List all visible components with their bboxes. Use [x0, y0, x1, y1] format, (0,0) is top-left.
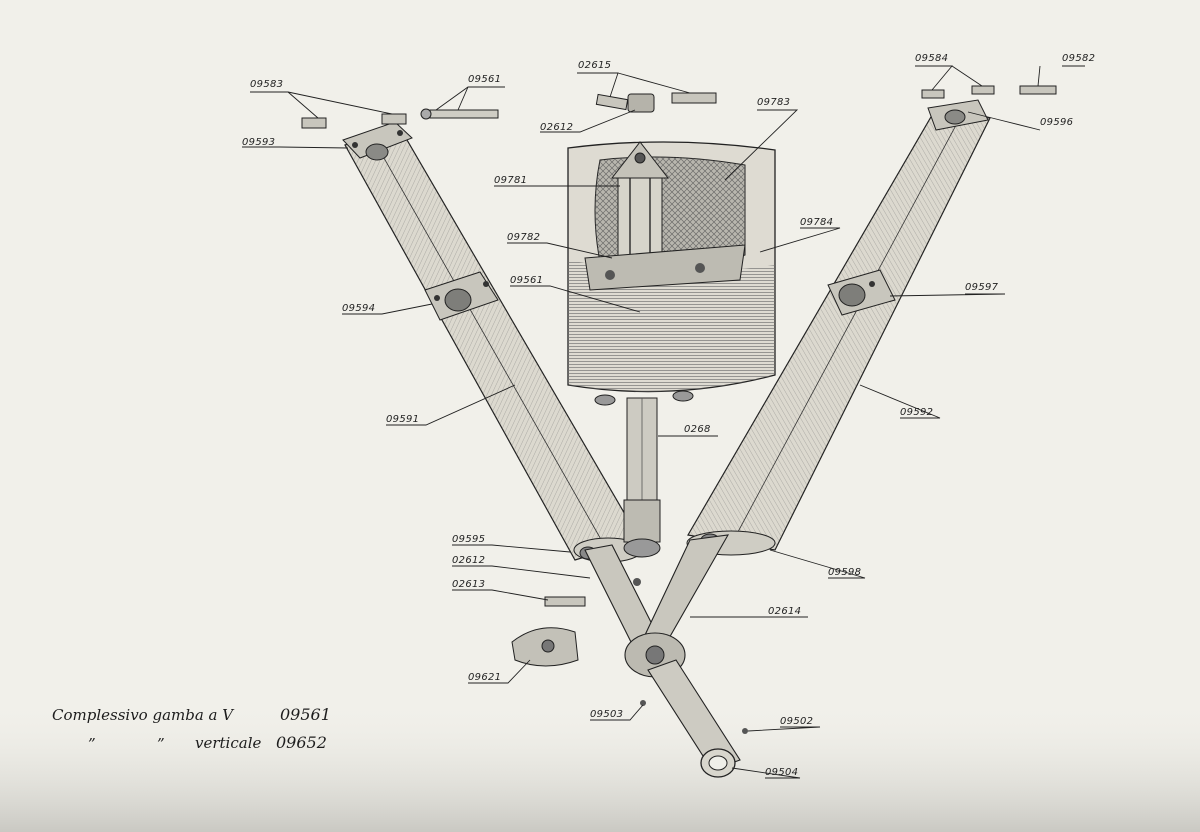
part-label-09621: 09621	[468, 672, 502, 683]
part-label-09584: 09584	[915, 53, 949, 64]
part-label-09782: 09782	[507, 232, 541, 243]
caption-line2-code: 09652	[276, 733, 327, 752]
part-label-09561-top: 09561	[468, 74, 502, 85]
part-label-09598: 09598	[828, 567, 862, 578]
caption-line2-name: verticale	[195, 734, 262, 752]
central-fairing	[567, 141, 776, 406]
part-label-09781: 09781	[494, 175, 528, 186]
loose-bolts	[301, 85, 1057, 734]
part-label-09503: 09503	[590, 709, 624, 720]
caption-line2-ditto-1: ”	[88, 735, 96, 753]
part-label-02613: 02613	[452, 579, 486, 590]
caption-line1-name: Complessivo gamba a V	[52, 706, 234, 724]
part-label-0268: 0268	[684, 424, 711, 435]
right-mid-fitting	[827, 269, 896, 316]
part-label-09592: 09592	[900, 407, 934, 418]
part-label-09783: 09783	[757, 97, 791, 108]
part-label-02612-top: 02612	[540, 122, 574, 133]
v-junction	[584, 534, 741, 778]
part-label-09561-mid: 09561	[510, 275, 544, 286]
part-label-09502: 09502	[780, 716, 814, 727]
part-label-02614: 02614	[768, 606, 802, 617]
part-label-09595: 09595	[452, 534, 486, 545]
part-label-09591: 09591	[386, 414, 420, 425]
left-mid-fitting	[424, 271, 499, 321]
part-label-09597: 09597	[965, 282, 999, 293]
part-label-09784: 09784	[800, 217, 834, 228]
part-label-09582: 09582	[1062, 53, 1096, 64]
right-top-fitting	[927, 99, 989, 131]
caption-line1-code: 09561	[280, 705, 331, 724]
part-label-09504: 09504	[765, 767, 799, 778]
leader-lines	[242, 65, 1085, 779]
caption-line2-ditto-2: ”	[157, 735, 165, 753]
part-label-09594: 09594	[342, 303, 376, 314]
part-label-02612-low: 02612	[452, 555, 486, 566]
shock-rod	[623, 397, 661, 558]
sheet-shading	[0, 700, 1200, 832]
part-label-09596: 09596	[1040, 117, 1074, 128]
left-top-fitting	[342, 121, 413, 161]
part-label-09583: 09583	[250, 79, 284, 90]
part-label-09593: 09593	[242, 137, 276, 148]
part-label-02615: 02615	[578, 60, 612, 71]
